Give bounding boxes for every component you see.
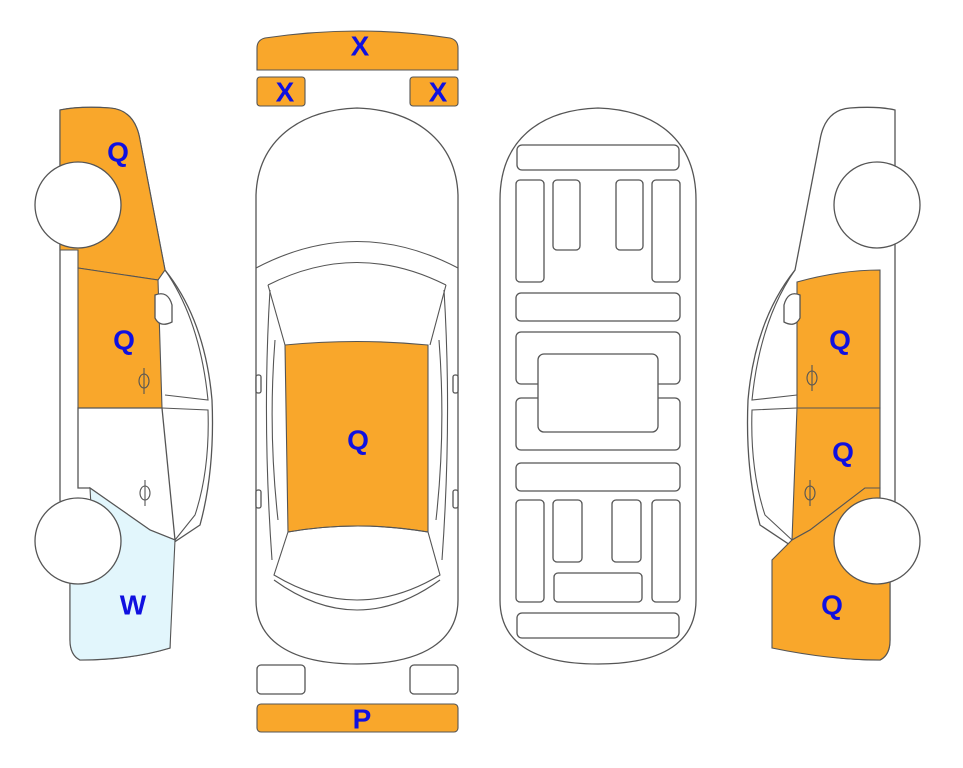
trunk-line [273,579,441,611]
left-mirror [154,293,173,325]
right-front-door-label: Q [829,325,851,356]
right-rear-door-label: Q [832,437,854,468]
underbody-rear-box [553,572,643,603]
front-parts: X X X [256,30,459,108]
underbody-right-rail-rear [651,499,681,603]
underbody-front-bar [516,144,680,171]
cabin-left-line-2 [271,339,279,521]
left-front-door-label: Q [113,325,135,356]
underbody-view [499,107,697,665]
front-left-light[interactable] [256,76,306,107]
underbody-box-1 [552,179,581,251]
rear-left-light[interactable] [256,664,306,695]
underbody-left-rail-rear [515,499,545,603]
cabin-right-line-2 [435,339,443,521]
front-right-light-label: X [429,77,448,108]
underbody-center-panel [537,353,659,433]
windshield-inner [267,261,447,286]
left-rear-window-line [161,407,209,541]
handle-left [255,489,262,509]
rear-window [273,525,441,601]
right-rear-door-handle [804,480,816,506]
right-rear-quarter-label: Q [821,590,843,621]
left-front-fender-label: Q [107,137,129,168]
front-left-light-label: X [276,77,295,108]
underbody-crossmember-1 [515,292,681,322]
left-window-line [164,269,209,401]
left-front-wheel [34,161,122,249]
underbody-crossmember-2 [515,462,681,492]
left-side-view: Q Q W [34,106,214,661]
underbody-box-2 [615,179,644,251]
right-front-door[interactable] [796,269,881,409]
underbody-box-3 [552,499,583,563]
right-rear-wheel [833,497,921,585]
front-bumper[interactable] [256,30,459,71]
roof-label: Q [347,425,369,456]
front-bumper-label: X [351,31,370,62]
left-rear-quarter-label: W [120,590,147,621]
right-front-wheel [833,161,921,249]
mirror-right [452,374,459,394]
underbody-rear-bar [516,612,680,639]
right-mirror [783,293,801,325]
cabin-left-line [265,289,273,561]
right-front-door-handle [806,365,818,391]
underbody-box-4 [611,499,642,563]
handle-right [452,489,459,509]
windshield-top-line [255,241,459,269]
right-window-line [751,269,798,401]
top-view-car: Q [255,107,459,665]
a-pillar-left [267,284,286,346]
left-front-door-handle [138,368,150,394]
rear-bumper-label: P [353,704,372,735]
mirror-left [255,374,262,394]
a-pillar-right [429,284,447,346]
rear-right-light[interactable] [409,664,459,695]
rear-bumper[interactable] [256,703,459,733]
right-side-view: Q Q Q [746,106,921,661]
front-right-light[interactable] [409,76,459,107]
underbody-right-rail-front [651,179,681,283]
right-rear-window-line [751,407,798,541]
rear-parts: P [256,664,459,735]
underbody-left-rail-front [515,179,545,283]
cabin-right-line [441,289,449,561]
left-rear-door-handle [139,480,151,506]
left-rear-wheel [34,497,122,585]
